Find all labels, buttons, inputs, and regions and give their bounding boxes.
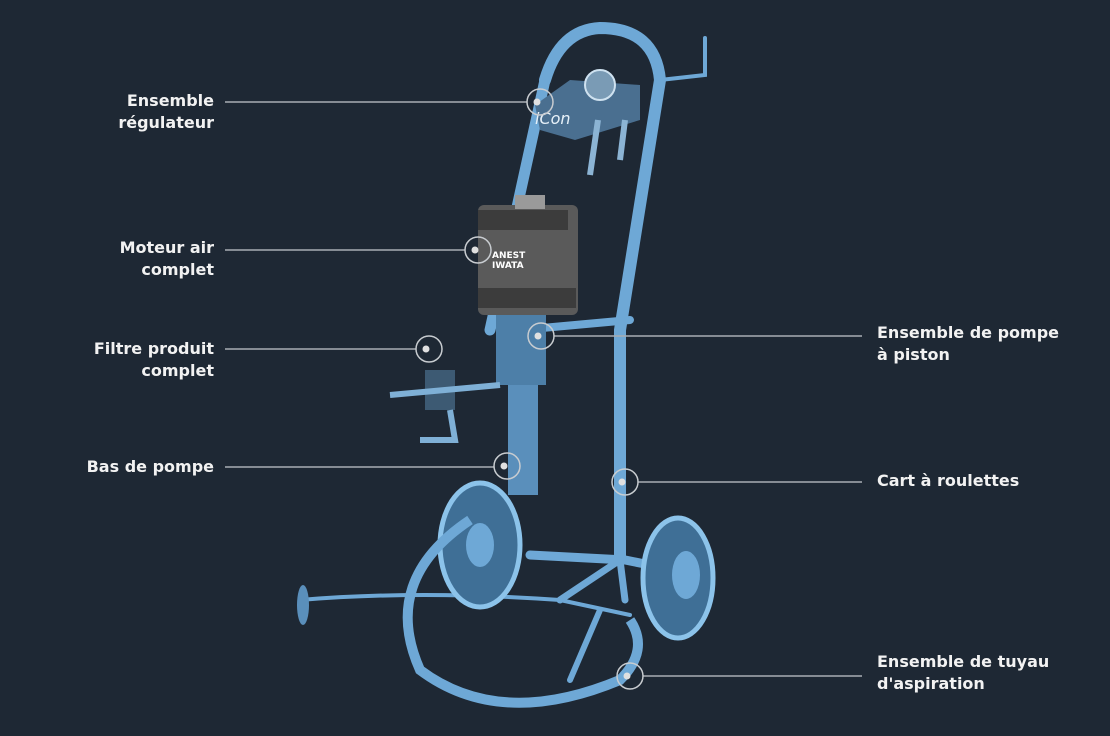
label-line: Moteur air	[119, 238, 214, 257]
wheel-right	[640, 515, 716, 641]
wheel-left	[437, 480, 523, 610]
label-bas-de-pompe: Bas de pompe	[14, 456, 214, 478]
brand-logo-line2: IWATA	[492, 261, 524, 271]
label-line: Ensemble	[126, 91, 214, 110]
label-filtre-produit: Filtre produit complet	[14, 338, 214, 382]
strainer	[297, 585, 309, 625]
label-tuyau-aspiration: Ensemble de tuyau d'aspiration	[877, 651, 1097, 695]
hotspot-cart[interactable]	[611, 468, 639, 496]
filter	[389, 370, 501, 443]
hotspot-moteur[interactable]	[464, 236, 492, 264]
hotspot-bas-pompe[interactable]	[493, 452, 521, 480]
label-line: d'aspiration	[877, 674, 985, 693]
label-pompe-piston: Ensemble de pompe à piston	[877, 322, 1097, 366]
product-logo: iCon	[535, 109, 571, 128]
hotspot-pompe-piston[interactable]	[527, 322, 555, 350]
label-cart-roulettes: Cart à roulettes	[877, 470, 1097, 492]
pump	[496, 315, 546, 495]
label-line: complet	[141, 260, 214, 279]
label-line: Bas de pompe	[86, 457, 214, 476]
hotspot-regulateur[interactable]	[526, 88, 554, 116]
brand-logo: ANEST	[492, 251, 526, 261]
hotspots[interactable]	[415, 88, 644, 690]
label-line: à piston	[877, 345, 950, 364]
label-line: Ensemble de tuyau	[877, 652, 1050, 671]
air-motor	[478, 195, 578, 315]
label-line: Cart à roulettes	[877, 471, 1020, 490]
label-moteur-air: Moteur air complet	[14, 237, 214, 281]
regulator	[535, 69, 640, 176]
hotspot-dots	[422, 98, 631, 680]
hotspot-tuyau[interactable]	[616, 662, 644, 690]
suction-hose	[402, 515, 643, 708]
label-line: régulateur	[118, 113, 214, 132]
label-line: Filtre produit	[93, 339, 214, 358]
label-ensemble-regulateur: Ensemble régulateur	[14, 90, 214, 134]
leader-lines	[225, 101, 862, 677]
hotspot-filtre[interactable]	[415, 335, 443, 363]
label-line: complet	[141, 361, 214, 380]
label-line: Ensemble de pompe	[877, 323, 1060, 342]
